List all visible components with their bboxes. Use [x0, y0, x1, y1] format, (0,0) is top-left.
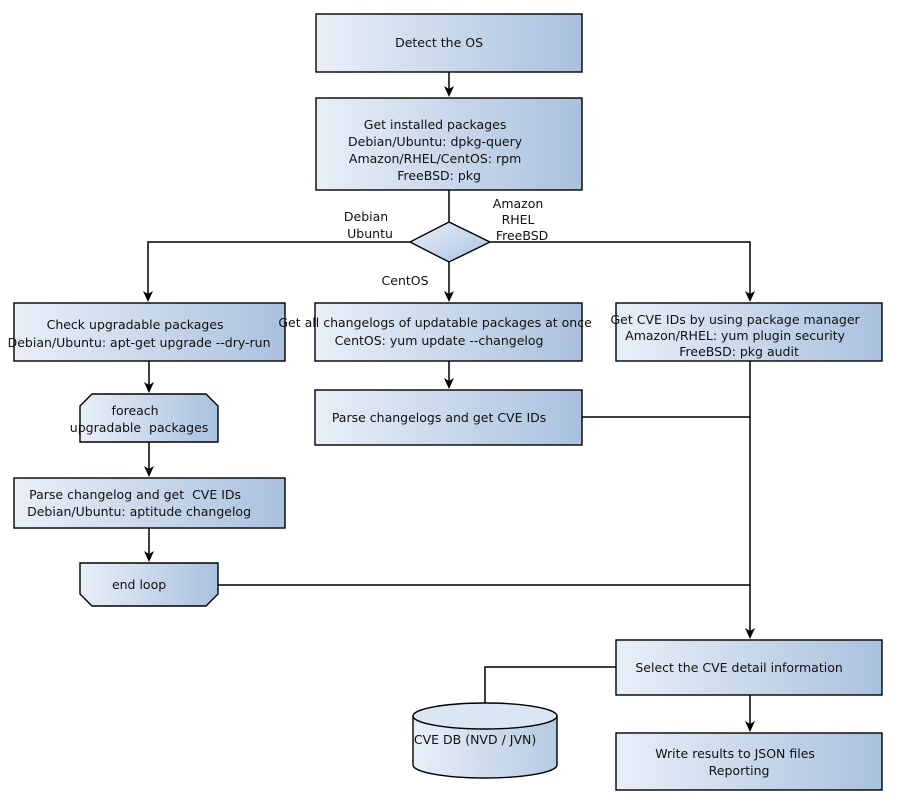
node-select-cve-detail-label: Select the CVE detail information [635, 660, 842, 675]
connector-layer [143, 72, 755, 732]
node-detect-os-label: Detect the OS [0, 0, 503, 50]
node-get-cve-ids-package-manager-label: Get CVE IDs by using package manager Ama… [0, 0, 888, 359]
edge-label-debian-ubuntu: Debian Ubuntu [0, 0, 408, 241]
node-detect-os[interactable]: Detect the OS [0, 0, 583, 73]
node-select-cve-detail[interactable]: Select the CVE detail information [0, 0, 883, 696]
node-foreach-loop-start[interactable]: foreach upgradable packages [0, 0, 228, 443]
node-get-installed-packages-label: Get installed packages Debian/Ubuntu: dp… [0, 0, 550, 183]
node-get-all-changelogs-label: Get all changelogs of updatable packages… [0, 0, 620, 348]
node-write-results[interactable]: Write results to JSON files Reporting [0, 0, 883, 791]
node-cve-db-label: CVE DB (NVD / JVN) [414, 732, 536, 747]
node-get-cve-ids-package-manager[interactable]: Get CVE IDs by using package manager Ama… [0, 0, 888, 362]
node-parse-changelog-get-cve-ids-label: Parse changelog and get CVE IDs Debian/U… [0, 0, 271, 519]
node-os-decision[interactable] [408, 221, 492, 263]
node-get-all-changelogs[interactable]: Get all changelogs of updatable packages… [0, 0, 620, 362]
node-end-loop[interactable]: end loop [0, 0, 219, 607]
edge-decision-right-to-get-cve-ids [490, 241, 755, 302]
node-check-upgradable-packages[interactable]: Check upgradable packages Debian/Ubuntu:… [0, 0, 290, 362]
node-check-upgradable-packages-label: Check upgradable packages Debian/Ubuntu:… [0, 0, 290, 350]
edge-label-amazon-rhel-freebsd: Amazon RHEL FreeBSD [0, 0, 563, 243]
node-parse-changelog-get-cve-ids[interactable]: Parse changelog and get CVE IDs Debian/U… [0, 0, 286, 529]
node-foreach-loop-start-label: foreach upgradable packages [0, 0, 228, 435]
node-cve-db[interactable]: CVE DB (NVD / JVN) [0, 0, 558, 779]
edge-cve-db-to-select-cve-detail [484, 666, 616, 703]
edge-decision-left-to-check-upgradable [143, 241, 410, 302]
node-write-results-label: Write results to JSON files Reporting [655, 746, 815, 778]
node-get-installed-packages[interactable]: Get installed packages Debian/Ubuntu: dp… [0, 0, 583, 191]
node-parse-changelogs-get-cve-ids[interactable]: Parse changelogs and get CVE IDs [0, 0, 583, 446]
edge-label-centos: CentOS [0, 0, 440, 288]
node-parse-changelogs-get-cve-ids-label: Parse changelogs and get CVE IDs [0, 0, 566, 425]
node-end-loop-label: end loop [0, 0, 186, 592]
